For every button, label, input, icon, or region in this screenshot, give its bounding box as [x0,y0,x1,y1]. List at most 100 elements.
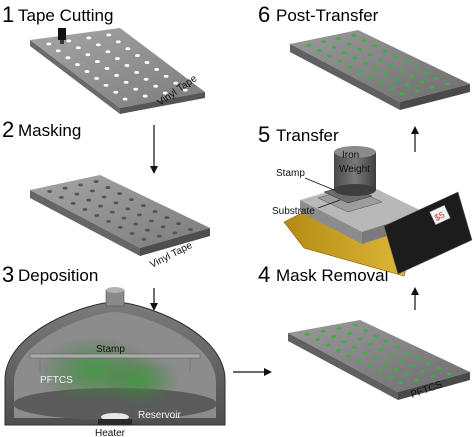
tape-hole [86,36,92,40]
stamp-dep-label: Stamp [96,344,125,355]
step3-title: Deposition [18,266,98,285]
tape-hole [47,189,52,193]
pftcs-dot [352,323,358,327]
tape-hole [46,42,52,46]
step2-title: Masking [18,121,81,140]
pftcs-dot [304,332,310,336]
pftcs-dot [399,359,404,363]
slide4-dots [304,323,452,385]
step3-number: 3 [2,262,14,287]
tape-hole [125,47,131,51]
tape-hole [105,186,111,190]
pftcs-dot [316,49,322,52]
tape-hole [137,213,142,217]
pftcs-dot [337,59,343,63]
tape-hole [125,207,131,211]
pftcs-dot [363,329,368,333]
tape-hole [82,207,88,211]
step4-title: Mask Removal [276,266,388,285]
tape-hole [106,219,111,223]
pftcs-dot [368,342,373,346]
pftcs-dot [398,381,404,385]
tape-hole [93,180,99,184]
stamp-transfer-label: Stamp [276,168,305,179]
pftcs-dot [404,83,410,87]
tape-hole [129,198,134,202]
tape-hole [94,213,100,217]
tape-hole [90,189,95,193]
pftcs-dot [347,65,353,69]
tape-hole [98,204,103,208]
pftcs-dot [336,326,342,330]
slide6-front [290,44,400,110]
tape-hole [95,43,101,47]
tape-hole [152,210,158,214]
tape-hole [172,231,178,235]
step6-label: 6 Post-Transfer [258,2,379,27]
pftcs-dot [362,61,368,65]
tape-cutting-slide: Vinyl Tape [30,28,205,114]
tape-hole [103,83,109,87]
pftcs-dot [373,67,379,71]
tape2-front [30,190,140,256]
pftcs-slide: PFTCS [288,320,470,401]
tape-hole [129,231,135,235]
tape-hole [140,204,146,208]
arrow-3-to-4 [233,368,272,376]
step5-title: Transfer [276,126,339,145]
pftcs-dot [436,366,441,370]
post-transfer-slide [290,30,470,110]
pftcs-dot [415,356,420,360]
tape-hole [135,54,140,58]
tape-hole [133,87,139,91]
pftcs-dot [357,47,362,51]
hotplate-display-text: $5 [433,210,446,223]
tape-hole [124,64,130,67]
tape1-holes [46,33,188,101]
step5-number: 5 [258,122,270,147]
tape-hole [117,225,123,229]
pftcs-dot [389,86,395,90]
pftcs-dot [388,64,394,68]
pftcs-dot [327,54,332,58]
pftcs-dot [409,74,414,78]
heater-label: Heater [95,428,126,437]
pftcs-dot [352,56,358,60]
tape-cutter-icon [58,28,66,44]
tape-hole [65,56,71,60]
tape-hole [113,90,119,94]
pftcs-dot [367,365,372,369]
tape1-top [30,28,205,108]
step3-label: 3 Deposition [2,262,98,287]
tape-hole [176,222,182,226]
pftcs-dot [446,372,452,376]
tape-hole [115,40,121,44]
tape1-side [120,92,205,114]
pftcs-dot [367,53,373,57]
pftcs-dot [414,378,420,382]
tape-hole [95,60,100,64]
substrate-label: Substrate [272,206,315,217]
slide4-side [398,372,470,400]
pftcs-dot [392,55,398,59]
pftcs-dot [393,367,399,371]
pftcs-dot [351,33,357,37]
arrow-4-to-5 [411,287,419,310]
pftcs-dot [368,76,374,79]
pftcs-dot [409,364,415,368]
tape-hole [160,225,166,229]
tape-hole [117,192,123,196]
pftcs-dot [342,51,347,55]
tape-hole [75,46,81,50]
pftcs-dot [384,339,389,343]
pftcs-dot [399,92,405,96]
heater-block [98,419,132,425]
arrow-5-to-6 [411,126,419,152]
arrow-1-to-2 [150,125,158,174]
tape-hole [62,186,68,190]
tape-hole [142,94,148,98]
tape-hole [85,53,91,57]
pftcs-dot [346,354,352,358]
pftcs-dot [331,45,337,49]
pftcs-dot [315,338,320,342]
